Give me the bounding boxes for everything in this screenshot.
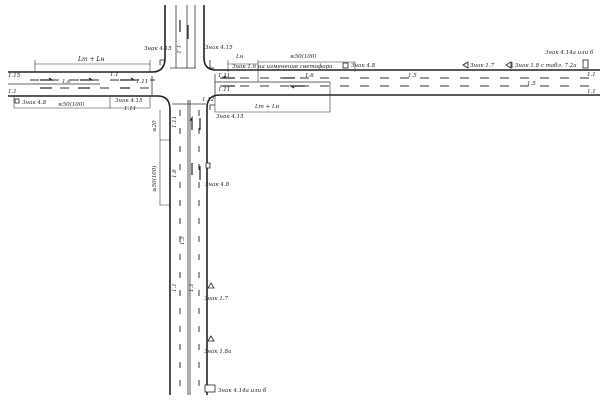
- sign-4-15-nw-label: Знак 4.15: [144, 46, 172, 52]
- dim-lt-ln-west: Lт + Lн: [77, 56, 105, 63]
- sign-4-14-south-label: Знак 4.14а или б: [218, 387, 267, 394]
- east-road: [206, 74, 600, 395]
- mark-1-11-e2: 1.11: [218, 87, 230, 93]
- mark-1-1-east-top: 1.1: [587, 72, 596, 78]
- sign-1-7-east-label: Знак 1.7: [470, 63, 495, 69]
- sign-1-6-change-label: Знак 1.6 на изменение светофора: [232, 63, 332, 70]
- sign-4-8-south-label: Знак 4.8: [205, 182, 230, 188]
- sign-4-15-sw-label: Знак 4.15: [115, 98, 143, 104]
- sign-4-15-ne-label: Знак 4.15: [205, 45, 233, 51]
- mark-1-6-west: 1.6: [62, 79, 71, 85]
- dim-50-east: ≥50(100): [290, 53, 316, 60]
- dim-20-south: ≥20: [152, 120, 158, 132]
- sign-1-7-south-label: Знак 1.7: [204, 296, 229, 302]
- sign-4-8-east-label: Знак 4.8: [351, 63, 376, 69]
- dimension-lines: [13, 60, 356, 206]
- mark-1-6-east: 1.6: [305, 73, 314, 79]
- mark-1-1-south-r: 1.1: [189, 283, 195, 292]
- sign-4-8-west-label: Знак 4.8: [22, 100, 47, 106]
- mark-1-11-sw: 1.11: [124, 106, 136, 112]
- mark-1-5-east1: 1.5: [408, 73, 417, 79]
- mark-1-6-south: 1.6: [172, 169, 178, 178]
- dim-lt-ln-east: Lт + Lн: [254, 104, 280, 110]
- dim-50-west: ≥50(100): [58, 101, 84, 108]
- north-road: [170, 5, 600, 71]
- mark-1-11-e1: 1.11: [218, 73, 230, 79]
- mark-1-11-west: 1.11: [136, 79, 148, 85]
- mark-1-1-south-l: 1.1: [172, 283, 178, 292]
- sign-1-8-east-label: Знак 1.8 с табл. 7.2а: [515, 62, 577, 69]
- sign-1-8a-south-label: Знак 1.8а: [204, 349, 231, 355]
- mark-1-12: 1.12: [202, 97, 215, 103]
- mark-1-1-west-top: 1.1: [110, 72, 119, 78]
- dim-ln-east: Lн: [235, 54, 244, 60]
- mark-1-11-south: 1.11: [172, 116, 178, 128]
- mark-1-5-east2: 1.5: [527, 81, 536, 87]
- mark-1-15-west: 1.15: [8, 73, 21, 79]
- mark-1-1-north: 1.1: [175, 45, 181, 54]
- lane-arrows: [40, 20, 305, 180]
- south-road: [172, 100, 206, 395]
- west-road: [8, 5, 171, 395]
- mark-1-1-west: 1.1: [8, 89, 17, 95]
- mark-1-1-east-bot: 1.1: [587, 89, 596, 95]
- sign-4-14-east-label: Знак 4.14а или б: [545, 49, 594, 56]
- sign-symbols: [14, 59, 589, 393]
- dim-50-south: ≥50(100): [151, 166, 158, 192]
- sign-4-15-se-label: Знак 4.15: [216, 114, 244, 120]
- mark-1-5-south: 1.5: [180, 236, 186, 245]
